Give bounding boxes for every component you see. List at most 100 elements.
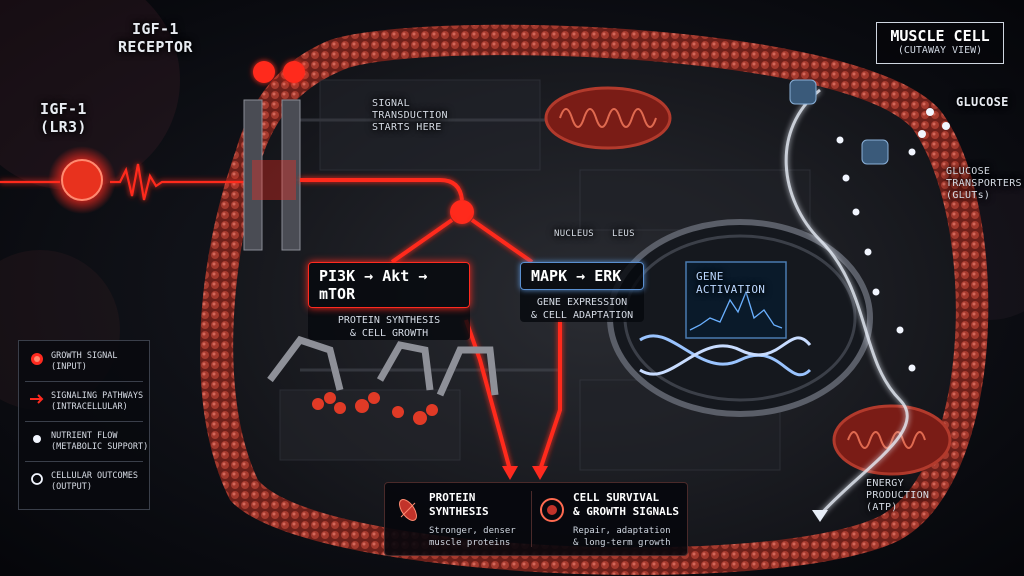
legend: GROWTH SIGNAL(INPUT) SIGNALING PATHWAYS(…: [18, 340, 150, 510]
legend-divider: [25, 461, 143, 462]
transporters-line1: GLUCOSE: [946, 166, 991, 177]
outcome-survival-desc1: Repair, adaptation: [573, 526, 671, 536]
bg-cell: [0, 0, 180, 190]
signal-label-line2: TRANSDUCTION: [372, 110, 448, 121]
igf1-label: IGF-1 (LR3): [40, 100, 87, 136]
igf1-molecule: [61, 159, 103, 201]
outcome-survival: CELL SURVIVAL & GROWTH SIGNALS Repair, a…: [573, 491, 679, 549]
glucose-molecules: [836, 108, 950, 372]
receptor-column-right: [281, 99, 301, 251]
outcome-protein: PROTEIN SYNTHESIS Stronger, denser muscl…: [429, 491, 516, 549]
signal-path-survival: [538, 320, 562, 471]
legend-item-nutrient: NUTRIENT FLOW(METABOLIC SUPPORT): [29, 431, 148, 453]
signal-hub: [450, 200, 474, 224]
legend-item-growth-signal: GROWTH SIGNAL(INPUT): [29, 351, 118, 373]
dna-strand-b: [639, 336, 812, 376]
signal-label-line1: SIGNAL: [372, 98, 410, 109]
glucose-transporters-label: GLUCOSE TRANSPORTERS (GLUTs): [946, 166, 1022, 202]
gene-activation-label: GENE ACTIVATION: [696, 270, 765, 296]
title-sub: (CUTAWAY VIEW): [897, 45, 983, 56]
glucose-arrow-head: [812, 510, 828, 522]
nutrient-dot-icon: [33, 435, 41, 443]
outcomes-panel: PROTEIN SYNTHESIS Stronger, denser muscl…: [384, 482, 688, 556]
dna-strand-a: [639, 334, 812, 377]
receptor-label-line2: RECEPTOR: [118, 38, 193, 56]
gene-activation-wave: [689, 290, 783, 331]
pathway-mapk: MAPK → ERK GENE EXPRESSION & CELL ADAPTA…: [520, 262, 644, 322]
legend-item-signaling: SIGNALING PATHWAYS(INTRACELLULAR): [29, 391, 143, 413]
outcome-survival-title1: CELL SURVIVAL: [573, 491, 660, 504]
mitochondrion-cristae: [847, 431, 926, 449]
gene-activation-line1: GENE: [696, 270, 724, 283]
igf1-label-line2: (LR3): [40, 118, 87, 136]
energy-line2: PRODUCTION: [866, 490, 930, 501]
outcome-survival-desc2: & long-term growth: [573, 538, 671, 548]
energy-label: ENERGY PRODUCTION (ATP): [866, 478, 929, 514]
legend-line2: (INTRACELLULAR): [51, 402, 128, 412]
title-box: MUSCLE CELL (CUTAWAY VIEW): [876, 22, 1004, 64]
legend-line1: SIGNALING PATHWAYS: [51, 391, 144, 401]
pathway-pi3k-desc: PROTEIN SYNTHESIS & CELL GROWTH: [308, 314, 470, 340]
outcome-protein-title1: PROTEIN: [429, 491, 476, 504]
outcome-ring-icon: [31, 473, 43, 485]
outcome-protein-title2: SYNTHESIS: [429, 505, 489, 518]
receptor-label-line1: IGF-1: [132, 20, 179, 38]
signal-label-line3: STARTS HERE: [372, 122, 442, 133]
outcome-protein-desc1: Stronger, denser: [429, 526, 516, 536]
arrow-head-survival: [532, 466, 548, 480]
muscle-fiber-icon: [399, 499, 417, 521]
signal-path-protein: [464, 319, 512, 471]
legend-line2: (METABOLIC SUPPORT): [51, 442, 149, 452]
receptor-node-left: [253, 61, 275, 83]
legend-line2: (INPUT): [51, 362, 87, 372]
growth-signal-icon: [31, 353, 43, 365]
mitochondrion-cristae: [559, 108, 657, 128]
outcomes-divider: [531, 491, 532, 547]
pathway-pi3k-title: PI3K → Akt → mTOR: [308, 262, 470, 308]
receptor-column-left: [243, 99, 263, 251]
pathway-mapk-desc2: & CELL ADAPTATION: [530, 310, 634, 321]
pathway-mapk-title: MAPK → ERK: [520, 262, 644, 290]
pathway-pi3k-desc2: & CELL GROWTH: [349, 328, 429, 339]
protein-clusters: [312, 392, 438, 425]
legend-item-outcomes: CELLULAR OUTCOMES(OUTPUT): [29, 471, 138, 493]
legend-line1: CELLULAR OUTCOMES: [51, 471, 138, 481]
pathway-mapk-desc: GENE EXPRESSION & CELL ADAPTATION: [520, 296, 644, 322]
energy-line3: (ATP): [866, 502, 898, 513]
receptor-label: IGF-1 RECEPTOR: [118, 20, 193, 56]
robotic-arms: [267, 335, 499, 397]
title-main: MUSCLE CELL: [890, 27, 990, 45]
glucose-transporters: [789, 79, 889, 165]
machinery: [279, 79, 811, 471]
pathway-pi3k: PI3K → Akt → mTOR PROTEIN SYNTHESIS & CE…: [308, 262, 470, 340]
signal-path-pi3k: [390, 218, 454, 264]
arrow-head-protein: [502, 466, 518, 480]
nucleus-label: NUCLEUS: [554, 229, 595, 239]
receptor-core-glow: [252, 160, 296, 200]
gene-activation-line2: ACTIVATION: [696, 283, 766, 296]
receptor-node-right: [283, 61, 305, 83]
glucose-label: GLUCOSE: [956, 95, 1009, 109]
outcome-survival-title2: & GROWTH SIGNALS: [573, 505, 679, 518]
transporters-line2: TRANSPORTERS: [946, 178, 1022, 189]
legend-line1: NUTRIENT FLOW: [51, 431, 118, 441]
signal-path-mapk: [470, 218, 534, 264]
pathway-mapk-desc1: GENE EXPRESSION: [536, 297, 628, 308]
signal-path-main: [300, 178, 464, 201]
legend-line2: (OUTPUT): [51, 482, 92, 492]
outcome-protein-desc2: muscle proteins: [429, 538, 511, 548]
nucleus-echo-label: LEUS: [612, 229, 635, 239]
transporters-line3: (GLUTs): [946, 190, 991, 201]
legend-divider: [25, 381, 143, 382]
glucose-flow-path: [784, 88, 909, 516]
energy-line1: ENERGY: [866, 478, 904, 489]
legend-line1: GROWTH SIGNAL: [51, 351, 118, 361]
signal-transduction-label: SIGNAL TRANSDUCTION STARTS HERE: [372, 98, 448, 134]
legend-divider: [25, 421, 143, 422]
signaling-arrow-icon: [30, 394, 44, 404]
gene-activation-screen: [685, 261, 787, 339]
pathway-pi3k-desc1: PROTEIN SYNTHESIS: [337, 315, 441, 326]
igf1-label-line1: IGF-1: [40, 100, 87, 118]
cell-icon: [540, 498, 564, 522]
